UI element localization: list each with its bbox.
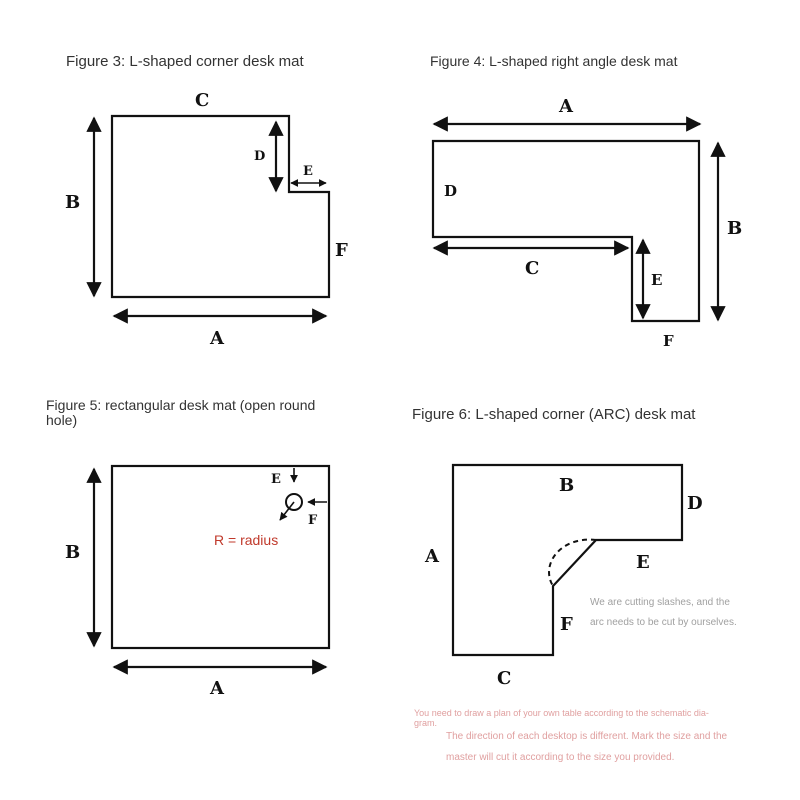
bottom-note-line3: The direction of each desktop is differe… bbox=[446, 731, 728, 742]
fig6-label-c: C bbox=[497, 668, 511, 689]
fig4-label-e: E bbox=[651, 271, 662, 289]
bottom-note-line4: master will cut it according to the size… bbox=[446, 752, 675, 763]
figure-4-title: Figure 4: L-shaped right angle desk mat bbox=[430, 53, 678, 69]
fig3-label-d: D bbox=[254, 149, 265, 164]
figure-5-diagram: B A E F R = radius bbox=[65, 464, 331, 699]
fig5-mat-outline bbox=[110, 464, 331, 650]
fig5-label-f: F bbox=[308, 513, 318, 528]
fig3-label-f: F bbox=[335, 240, 348, 261]
fig3-label-b: B bbox=[65, 192, 80, 213]
fig4-label-c: C bbox=[525, 258, 539, 279]
fig5-label-a: A bbox=[209, 678, 225, 699]
fig6-label-b: B bbox=[559, 475, 574, 496]
fig6-mat-outline bbox=[451, 463, 684, 657]
arc-note-line1: We are cutting slashes, and the bbox=[590, 597, 730, 608]
fig4-label-f: F bbox=[663, 332, 674, 350]
fig5-arrow-radius bbox=[279, 501, 295, 521]
figure-6-title: Figure 6: L-shaped corner (ARC) desk mat bbox=[412, 406, 696, 423]
fig4-label-a: A bbox=[558, 96, 574, 117]
fig4-label-b: B bbox=[727, 218, 742, 239]
fig3-label-a: A bbox=[209, 328, 225, 349]
fig3-mat-outline bbox=[110, 114, 331, 299]
fig6-label-e: E bbox=[636, 552, 650, 573]
fig6-label-a: A bbox=[424, 546, 440, 567]
figure-4-diagram: A D B C E F bbox=[431, 96, 742, 350]
fig4-label-d: D bbox=[444, 182, 457, 200]
fig3-label-e: E bbox=[303, 164, 313, 179]
bottom-note-line1: You need to draw a plan of your own tabl… bbox=[414, 708, 709, 718]
fig6-arc-dashed bbox=[548, 538, 597, 587]
figure-3-diagram: C B D E F A bbox=[65, 90, 348, 349]
fig6-label-f: F bbox=[560, 614, 573, 635]
fig6-label-d: D bbox=[687, 493, 703, 514]
fig3-label-c: C bbox=[195, 90, 209, 111]
figure-6-diagram: B D A E F C bbox=[424, 463, 703, 689]
figure-5-title-line2: hole) bbox=[46, 412, 78, 428]
fig5-radius-label: R = radius bbox=[214, 532, 278, 548]
fig5-label-b: B bbox=[65, 542, 80, 563]
fig4-mat-outline bbox=[431, 139, 701, 323]
figure-3-title: Figure 3: L-shaped corner desk mat bbox=[66, 53, 304, 70]
arc-note-line2: arc needs to be cut by ourselves. bbox=[590, 617, 737, 628]
figure-5-title-line1: Figure 5: rectangular desk mat (open rou… bbox=[46, 397, 316, 413]
fig5-label-e: E bbox=[271, 472, 281, 487]
bottom-note-line2: gram. bbox=[414, 718, 438, 728]
